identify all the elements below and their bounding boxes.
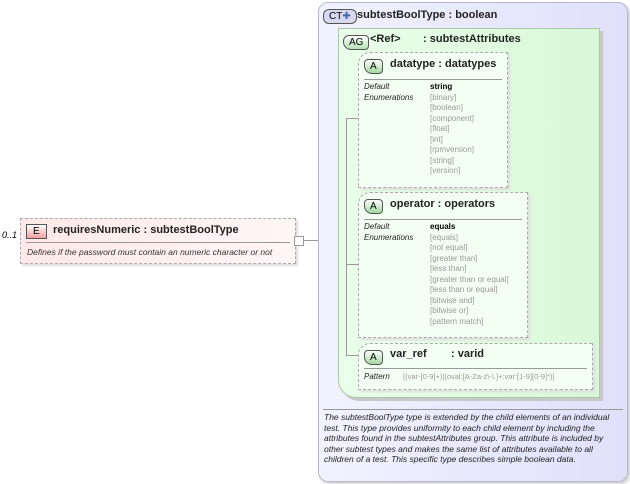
enumeration-value: [bitwise or] <box>430 306 469 315</box>
enumeration-value: [binary] <box>430 92 457 102</box>
element-requiresNumeric[interactable]: E requiresNumeric : subtestBoolType Defi… <box>20 218 296 264</box>
default-label: Default <box>364 82 390 91</box>
attribute-icon: A <box>364 59 383 74</box>
enumeration-value: [int] <box>430 134 443 144</box>
default-value: equals <box>430 222 456 231</box>
enumeration-value: [pattern match] <box>430 316 484 326</box>
collapse-icon[interactable] <box>294 236 304 246</box>
attribute-type: operators <box>444 198 496 210</box>
enumeration-value: [boolean] <box>430 103 463 112</box>
default-label: Default <box>364 222 390 231</box>
enumeration-value: [not equal] <box>430 243 468 252</box>
enumerations-label: Enumerations <box>364 232 414 242</box>
enumeration-value: [float] <box>430 124 450 133</box>
attribute-group-ref: <Ref> <box>370 33 401 45</box>
attribute-group-icon: AG <box>343 35 370 50</box>
enumeration-value: [less than] <box>430 264 467 273</box>
enumeration-value: [bitwise and] <box>430 295 475 305</box>
default-value: string <box>430 82 453 91</box>
attribute-name: operator <box>390 198 435 210</box>
enumeration-value: [less than or equal] <box>430 285 498 294</box>
complex-type-doc: The subtestBoolType type is extended by … <box>324 412 610 464</box>
enumeration-value: [rpmversion] <box>430 145 475 154</box>
attribute-name: datatype <box>390 58 436 70</box>
element-type: subtestBoolType <box>150 224 239 236</box>
enumeration-value: [greater than] <box>430 253 478 263</box>
enumeration-value: [version] <box>430 166 461 175</box>
element-icon: E <box>26 224 47 239</box>
cardinality: 0..1 <box>2 230 18 240</box>
attribute-name: var_ref <box>390 348 427 360</box>
enumeration-value: [string] <box>430 155 455 165</box>
element-name: requiresNumeric <box>53 224 141 236</box>
enumeration-value: [greater than or equal] <box>430 274 509 284</box>
complex-type-icon: CT✚ <box>323 9 357 24</box>
attribute-icon: A <box>364 199 383 214</box>
attribute-group-name: subtestAttributes <box>429 33 521 45</box>
attribute-type: datatypes <box>445 58 497 70</box>
enumerations-label: Enumerations <box>364 92 414 102</box>
element-doc: Defines if the password must contain an … <box>27 247 273 257</box>
attribute-var-ref[interactable]: A var_ref : varid Pattern [(var-[0-9]+)|… <box>358 343 593 390</box>
pattern-value: [(var-[0-9]+)|(oval:[A-Za-z\-\.]+:var:[1… <box>403 372 555 381</box>
attribute-icon: A <box>364 350 383 365</box>
enumeration-value: [component] <box>430 113 475 123</box>
complex-type-base: boolean <box>455 9 498 21</box>
complex-type-name: subtestBoolType <box>357 9 446 21</box>
attribute-type: varid <box>457 348 485 360</box>
pattern-label: Pattern <box>364 372 390 381</box>
enumeration-value: [equals] <box>430 232 459 242</box>
